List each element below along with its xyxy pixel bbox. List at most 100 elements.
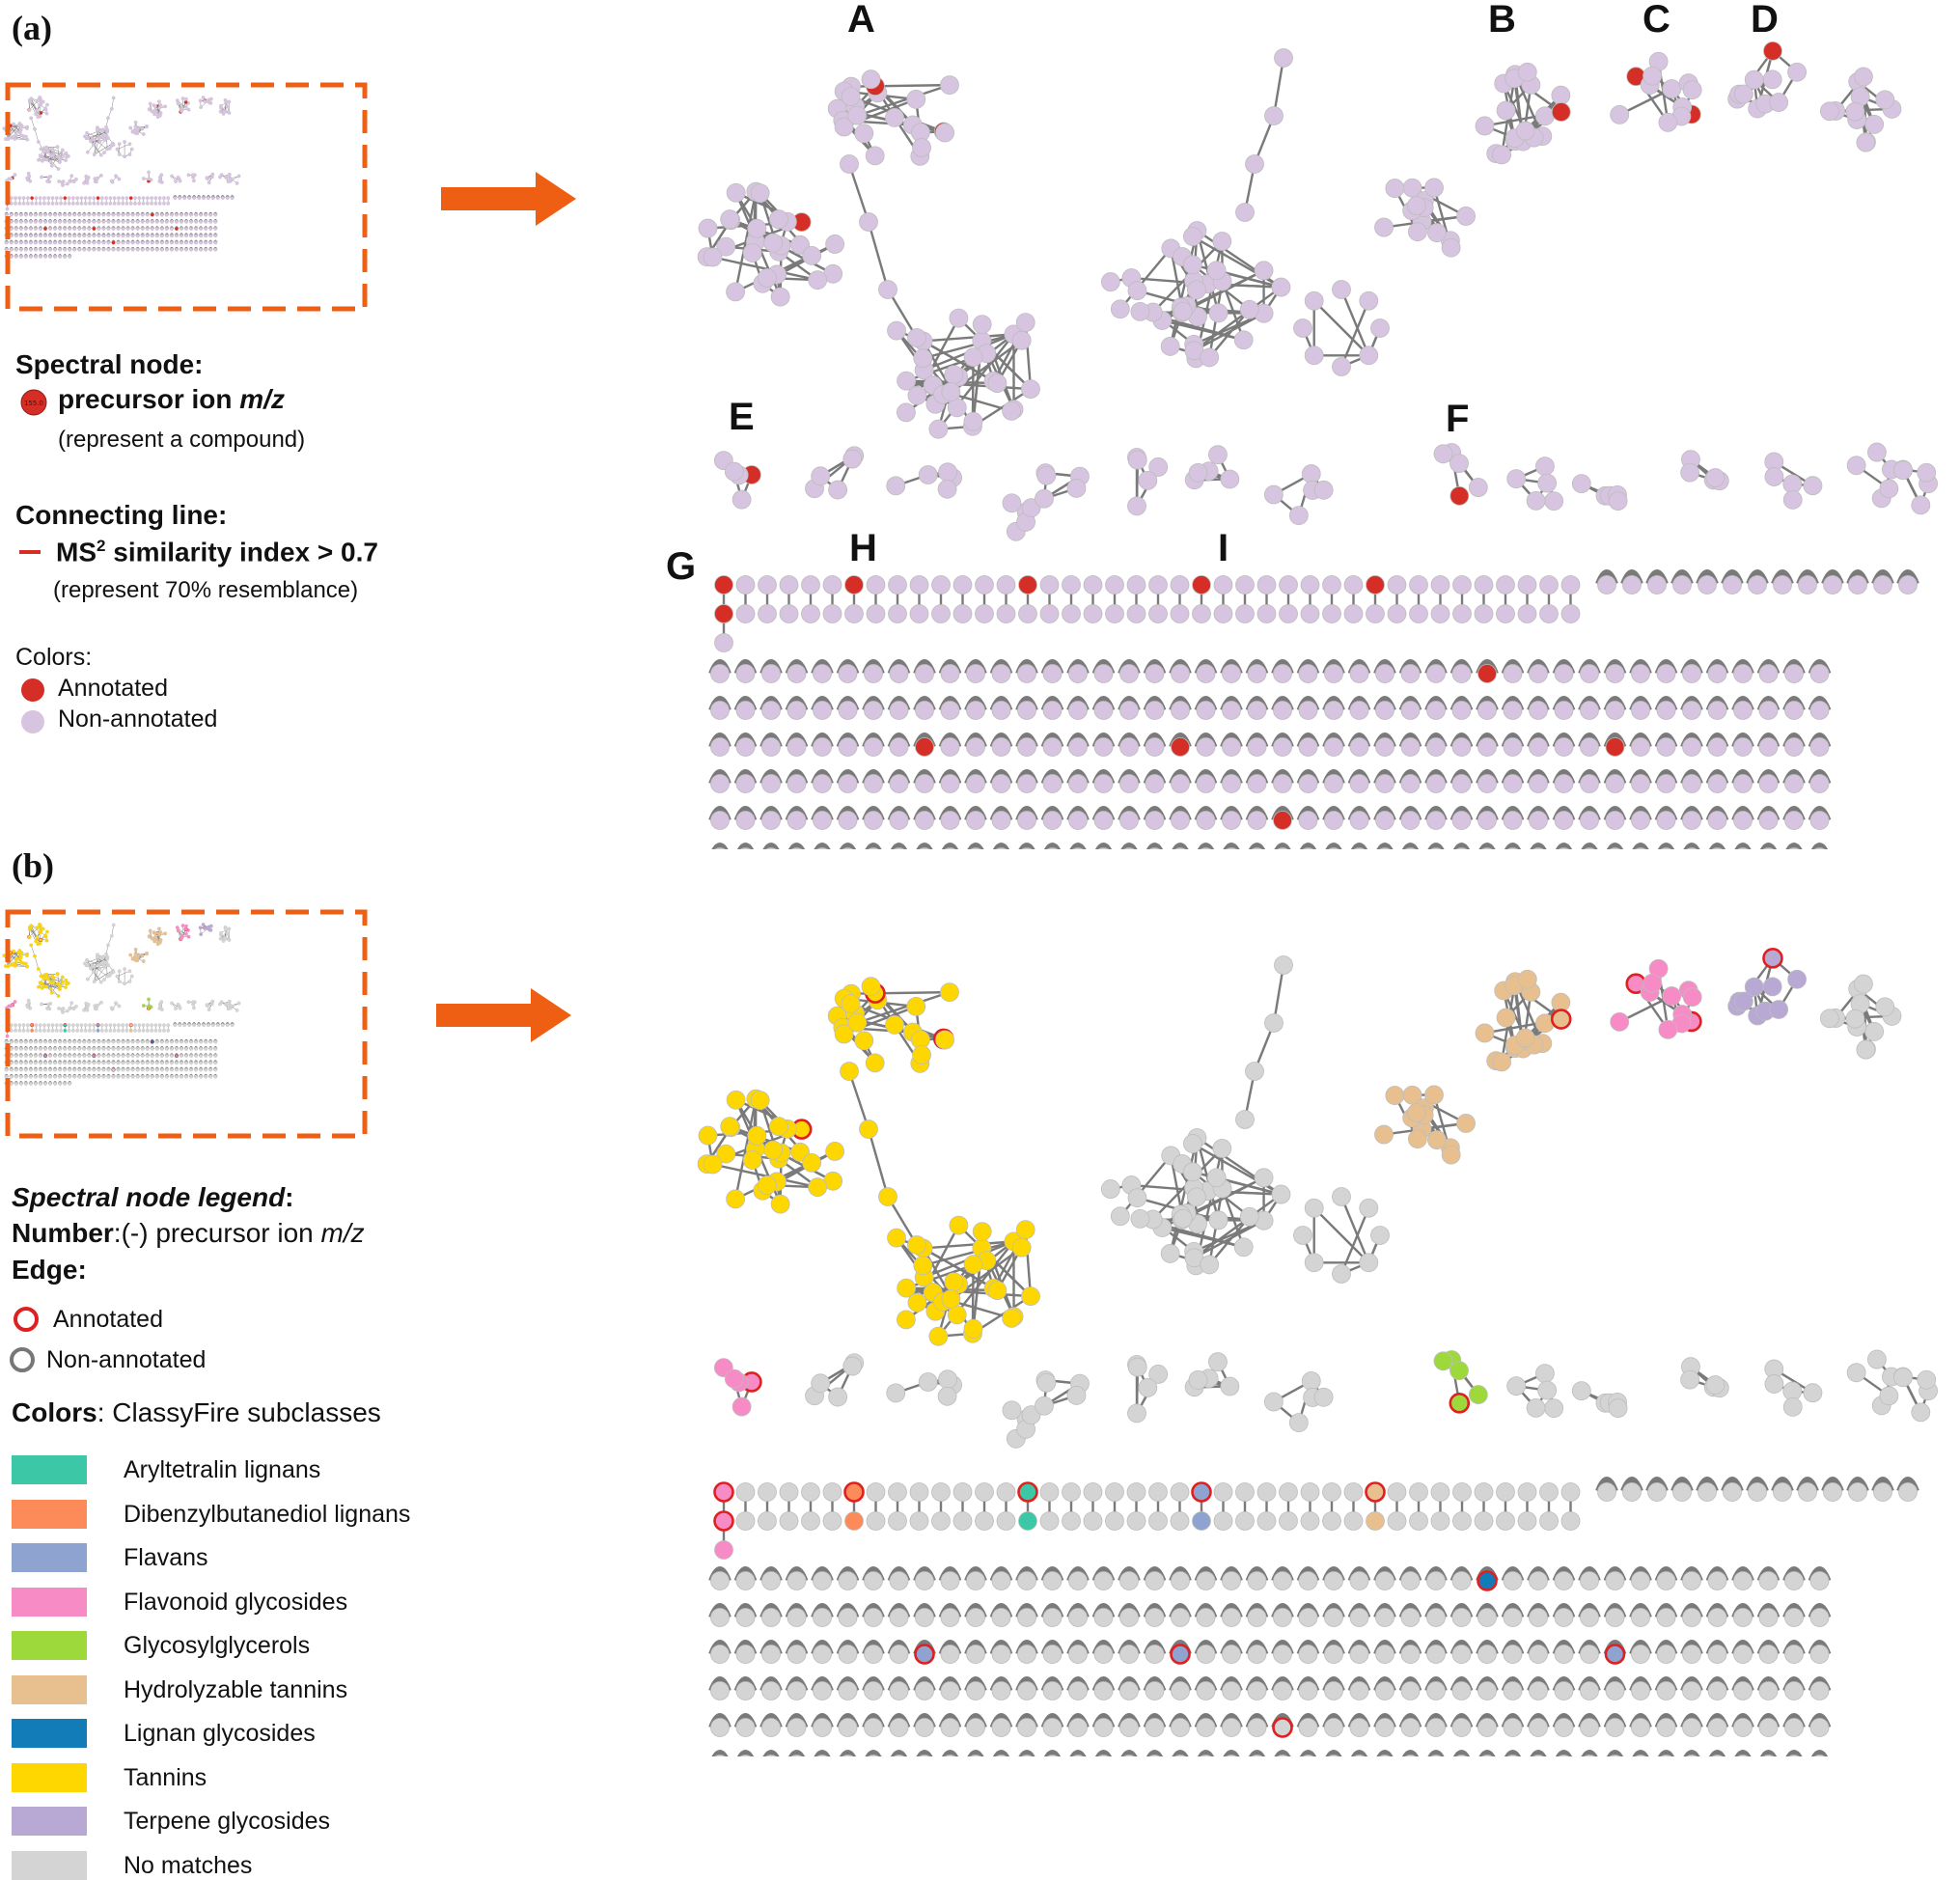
- spectral-node: [28, 179, 33, 183]
- spectral-node: [40, 158, 44, 163]
- spectral-node: [1349, 701, 1369, 720]
- spectral-node: [1213, 575, 1233, 594]
- spectral-node: [861, 69, 881, 90]
- spectral-node: [1200, 1255, 1220, 1275]
- spectral-node: [906, 996, 926, 1016]
- spectral-node: [975, 604, 994, 623]
- spectral-node: [735, 701, 756, 720]
- spectral-node: [150, 109, 154, 114]
- spectral-node: [147, 170, 151, 175]
- spectral-node: [1233, 330, 1254, 350]
- spectral-node: [1375, 664, 1394, 683]
- spectral-node: [1145, 774, 1165, 793]
- spectral-node: [1343, 604, 1364, 623]
- spectral-node: [1145, 811, 1165, 830]
- spectral-node: [720, 209, 740, 230]
- spectral-node: [42, 196, 46, 201]
- spectral-node: [972, 315, 992, 335]
- spectral-node: [106, 116, 110, 121]
- network-edge: [94, 139, 106, 155]
- spectral-node: [1375, 701, 1394, 720]
- spectral-node: [1062, 604, 1081, 623]
- spectral-node: [97, 139, 102, 144]
- spectral-node: [1517, 604, 1537, 623]
- spectral-node: [230, 196, 235, 201]
- spectral-node: [861, 977, 881, 997]
- spectral-node: [1846, 456, 1866, 476]
- spectral-node: [61, 183, 65, 187]
- spectral-node: [1273, 664, 1292, 683]
- spectral-node: [1477, 737, 1497, 757]
- spectral-node: [1182, 1162, 1202, 1182]
- spectral-node: [885, 108, 904, 127]
- spectral-node: [909, 604, 929, 623]
- spectral-node: [44, 145, 49, 150]
- spectral-node: [41, 99, 45, 104]
- spectral-node: [732, 489, 752, 510]
- spectral-node: [1093, 737, 1114, 757]
- spectral-node: [83, 196, 88, 201]
- spectral-node: [202, 196, 206, 201]
- spectral-node: [915, 737, 934, 757]
- spectral-node: [148, 101, 152, 106]
- spectral-node: [43, 107, 48, 112]
- spectral-node: [1017, 1481, 1038, 1503]
- spectral-node: [1452, 604, 1472, 623]
- spectral-node: [887, 1228, 906, 1248]
- spectral-node: [1273, 737, 1292, 757]
- spectral-node: [909, 1482, 929, 1502]
- spectral-node: [1385, 179, 1405, 198]
- spectral-node: [1145, 701, 1165, 720]
- spectral-node: [1554, 774, 1574, 793]
- spectral-node: [1018, 604, 1037, 623]
- spectral-node: [822, 1511, 842, 1531]
- spectral-node: [77, 212, 82, 217]
- spectral-node: [1349, 664, 1369, 683]
- spectral-node: [1254, 261, 1274, 281]
- spectral-node: [60, 148, 65, 152]
- network-edge: [867, 1128, 890, 1198]
- spectral-node: [68, 212, 72, 217]
- spectral-node: [1526, 1397, 1546, 1418]
- spectral-node: [1173, 301, 1193, 321]
- spectral-node: [940, 774, 960, 793]
- spectral-node: [915, 774, 934, 793]
- spectral-node: [952, 1482, 973, 1502]
- spectral-node: [1477, 811, 1497, 830]
- spectral-node: [111, 96, 116, 100]
- spectral-node: [1212, 232, 1232, 251]
- class-label: No matches: [124, 1851, 253, 1879]
- spectral-node: [1864, 1021, 1885, 1041]
- spectral-node: [157, 175, 162, 180]
- spectral-node: [34, 201, 39, 206]
- spectral-node: [1171, 664, 1190, 683]
- spectral-node: [63, 201, 68, 206]
- spectral-node: [178, 196, 182, 201]
- spectral-node: [38, 201, 42, 206]
- spectral-node: [102, 151, 106, 154]
- spectral-node: [51, 149, 56, 152]
- spectral-node: [1271, 277, 1291, 297]
- spectral-node: [128, 201, 133, 206]
- spectral-node: [112, 201, 117, 206]
- spectral-node: [1192, 575, 1211, 594]
- spectral-node: [1119, 774, 1139, 793]
- spectral-node: [713, 1481, 734, 1503]
- spectral-node: [907, 1235, 926, 1255]
- spectral-node: [1426, 701, 1446, 720]
- spectral-node: [1433, 1351, 1453, 1371]
- spectral-node: [1366, 575, 1385, 594]
- spectral-node: [847, 1012, 868, 1033]
- spectral-node: [1018, 575, 1037, 594]
- spectral-node: [963, 1255, 983, 1275]
- network-edge: [5, 124, 19, 140]
- spectral-node: [1477, 774, 1497, 793]
- spectral-node: [1680, 1369, 1700, 1390]
- spectral-node: [1370, 1226, 1390, 1245]
- spectral-node: [822, 604, 842, 623]
- spectral-node: [866, 1511, 886, 1531]
- spectral-node: [227, 99, 232, 104]
- spectral-node: [117, 142, 122, 147]
- spectral-node: [36, 98, 40, 102]
- spectral-node: [99, 196, 104, 201]
